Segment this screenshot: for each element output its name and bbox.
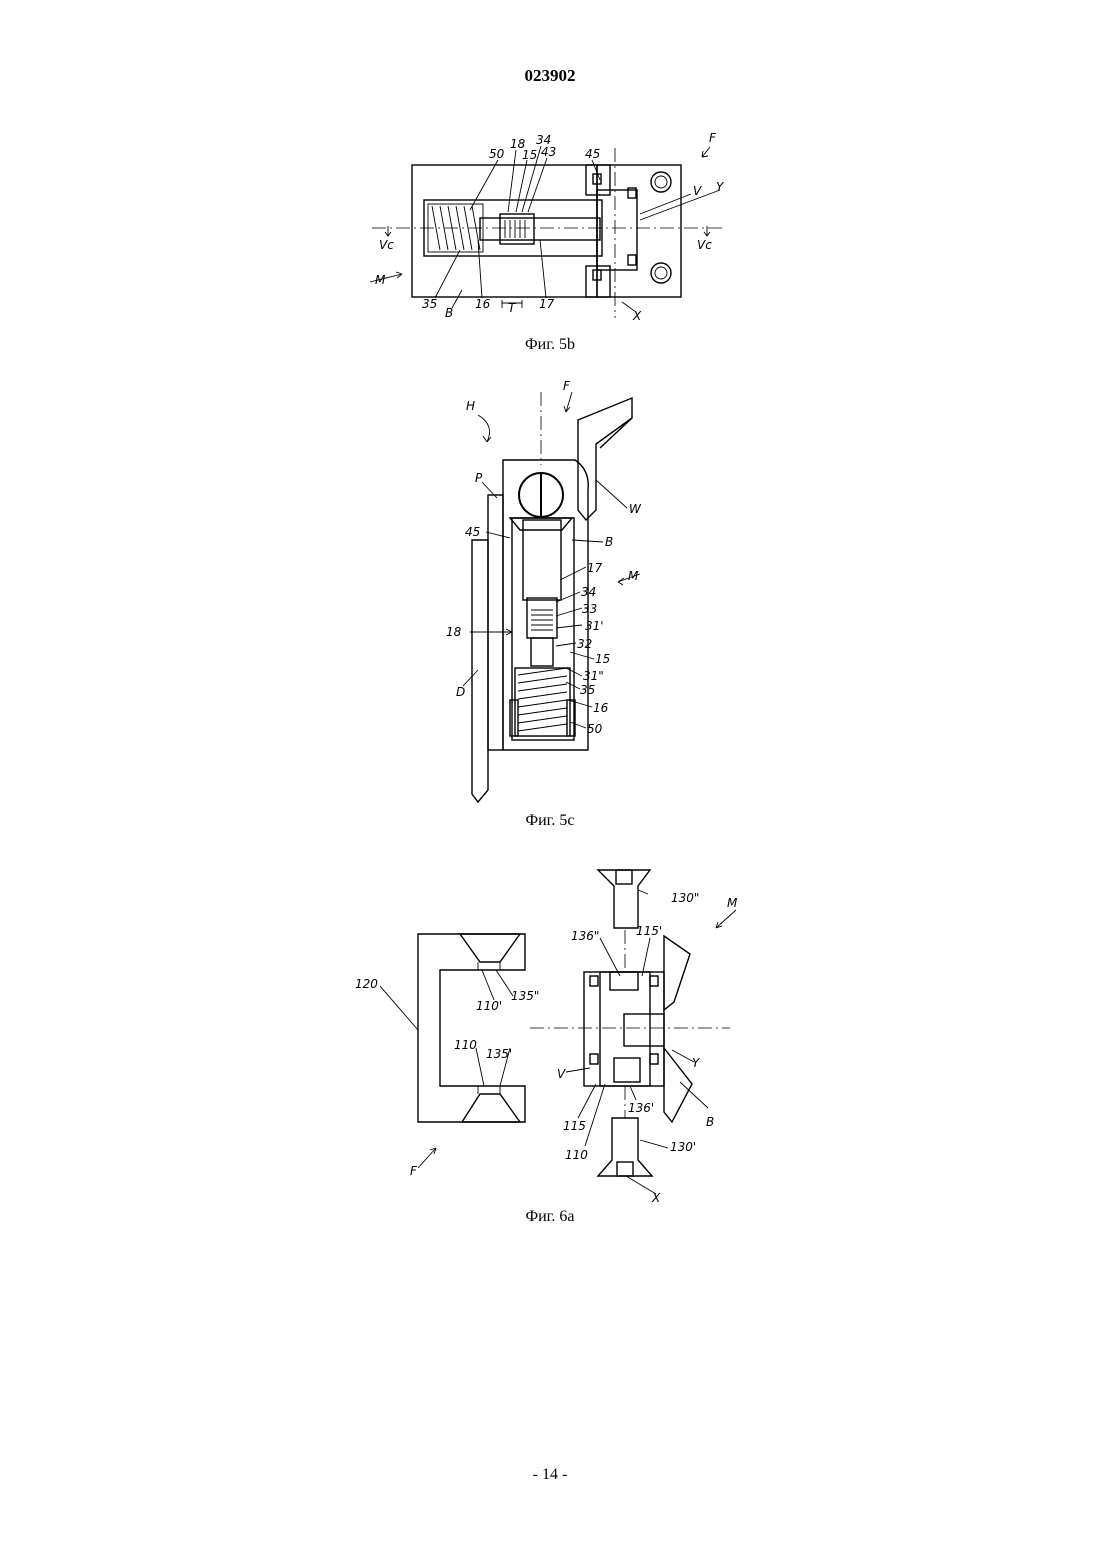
fig6a-label-135-prime: 135' [486,1047,512,1061]
fig5c-label-35: 35 [580,683,595,697]
fig5c-label-d: D [456,685,465,699]
fig5c-label-m: M [628,569,639,583]
page-number: - 14 - [0,1466,1100,1484]
fig5b-label-y: Y [716,180,725,194]
fig5b-label-50: 50 [489,147,505,161]
fig5b-label-b: B [445,306,453,320]
fig5b-label-17: 17 [539,297,555,311]
fig6a-label-v: V [557,1067,566,1081]
fig5c-label-p: P [475,471,483,485]
fig6a-label-b: B [706,1115,714,1129]
fig5b-label-35: 35 [422,297,437,311]
figure-5c-caption: Фиг. 5c [0,812,1100,830]
fig6a-label-110-left: 110 [454,1038,477,1052]
fig5c-label-34: 34 [581,585,596,599]
fig6a-label-115: 115 [563,1119,586,1133]
fig5b-label-m: M [375,273,386,287]
figure-6a-caption: Фиг. 6a [0,1208,1100,1226]
fig5b-label-45: 45 [585,147,600,161]
figure-5b-caption: Фиг. 5b [0,336,1100,354]
figure-5c-drawing: F H P W 45 B 17 M 34 33 31' 18 32 15 31"… [0,370,1100,830]
figure-5b-drawing: 50 18 15 34 43 45 F V Y Vc Vc M 35 B 16 … [0,0,1100,330]
fig5b-label-15: 15 [522,148,537,162]
fig6a-label-115-prime: 115' [636,924,662,938]
fig6a-label-136-prime: 136' [628,1101,654,1115]
fig5b-label-16: 16 [475,297,491,311]
fig6a-label-135-double-prime: 135" [511,989,539,1003]
fig5b-label-x: X [632,309,642,323]
fig6a-label-x: X [651,1191,661,1205]
figure-6a-drawing: 130" M 136" 115' 120 110' 135" 110 135' … [0,850,1100,1210]
fig5c-label-31-double-prime: 31" [583,669,604,683]
fig5c-label-33: 33 [582,602,597,616]
fig6a-label-m: M [727,896,738,910]
fig5b-label-v: V [693,184,702,198]
fig5b-label-vc-left: Vc [379,238,394,252]
fig5c-label-f: F [563,379,571,393]
fig6a-label-y: Y [692,1056,701,1070]
fig5c-label-w: W [629,502,642,516]
fig5c-label-h: H [466,399,475,413]
fig6a-label-130-double-prime: 130" [671,891,699,905]
fig5c-label-15: 15 [595,652,610,666]
fig5c-label-b: B [605,535,613,549]
fig6a-label-110-prime: 110' [476,999,502,1013]
fig5b-label-f: F [709,131,717,145]
fig6a-label-f: F [410,1164,418,1178]
fig5c-label-50: 50 [587,722,603,736]
fig5b-label-vc-right: Vc [697,238,712,252]
fig5c-label-31-prime: 31' [585,619,604,633]
fig5c-label-18: 18 [446,625,462,639]
fig6a-label-120: 120 [355,977,378,991]
fig6a-label-130-prime: 130' [670,1140,696,1154]
fig5c-label-45: 45 [465,525,480,539]
fig5b-label-43: 43 [541,145,556,159]
fig6a-label-136-double-prime: 136" [571,929,599,943]
fig5c-label-17: 17 [587,561,603,575]
fig5c-label-32: 32 [577,637,592,651]
fig5c-label-16: 16 [593,701,609,715]
fig6a-label-110-bottom: 110 [565,1148,588,1162]
